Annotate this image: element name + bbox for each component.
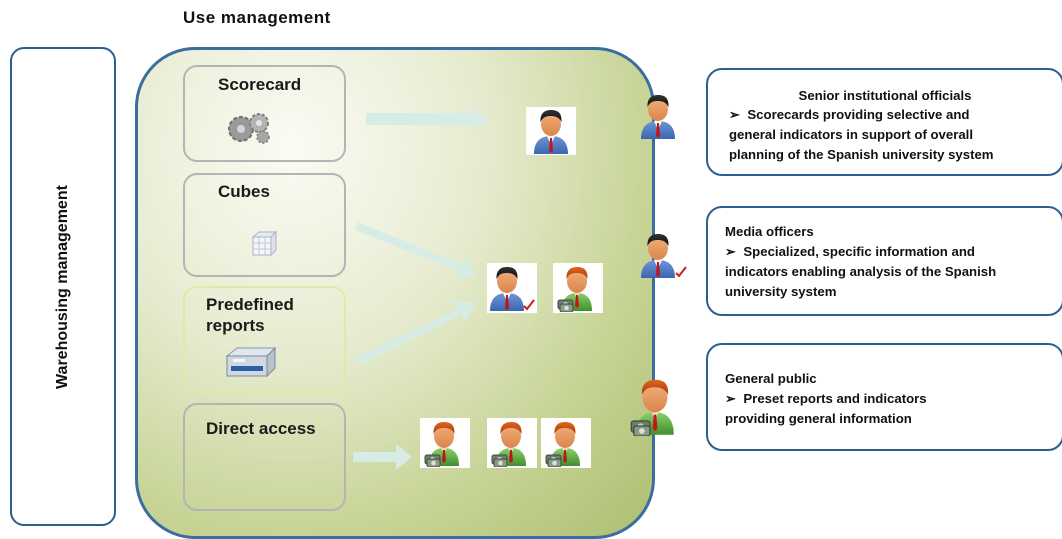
person-scorecard bbox=[526, 107, 576, 155]
warehousing-panel: Warehousing management bbox=[10, 47, 116, 526]
audience-senior-line3: planning of the Spanish university syste… bbox=[729, 147, 994, 162]
audience-media-line2: indicators enabling analysis of the Span… bbox=[725, 264, 997, 279]
audience-icon-senior bbox=[638, 92, 682, 145]
source-predefined-reports: Predefined reports bbox=[183, 286, 346, 393]
user-money-icon bbox=[545, 421, 581, 467]
manager-icon bbox=[641, 95, 675, 139]
user-money-icon bbox=[424, 421, 460, 467]
source-predefined-reports-label: Predefined reports bbox=[206, 294, 294, 336]
audience-media-line1: Specialized, specific information and bbox=[743, 244, 975, 259]
audience-icon-public bbox=[630, 376, 686, 441]
audience-media-box: Media officers ➢ Specialized, specific i… bbox=[706, 206, 1062, 316]
person-cubes bbox=[487, 263, 537, 313]
arrow-cubes bbox=[355, 222, 476, 279]
audience-media-heading: Media officers bbox=[725, 224, 814, 239]
audience-media-body: Media officers ➢ Specialized, specific i… bbox=[725, 222, 996, 302]
user-money-icon bbox=[630, 379, 675, 436]
printer-icon bbox=[225, 346, 277, 378]
audience-senior-box: Senior institutional officials ➢ Scoreca… bbox=[706, 68, 1062, 176]
arrow-scorecard bbox=[366, 106, 488, 132]
source-direct-access: Direct access bbox=[183, 403, 346, 511]
bullet-arrow-icon: ➢ bbox=[729, 107, 741, 122]
audience-public-line2: providing general information bbox=[725, 411, 912, 426]
source-scorecard: Scorecard bbox=[183, 65, 346, 162]
manager-check-icon bbox=[490, 267, 535, 311]
bullet-arrow-icon: ➢ bbox=[725, 244, 737, 259]
arrow-direct bbox=[353, 444, 412, 470]
audience-public-box: General public ➢ Preset reports and indi… bbox=[706, 343, 1062, 451]
audience-senior-heading: Senior institutional officials bbox=[798, 88, 972, 103]
gears-icon bbox=[228, 113, 270, 144]
source-predefined-line1: Predefined bbox=[206, 295, 294, 314]
arrow-reports bbox=[356, 301, 475, 365]
bullet-arrow-icon: ➢ bbox=[725, 391, 737, 406]
audience-public-body: General public ➢ Preset reports and indi… bbox=[725, 369, 927, 429]
person-direct-2 bbox=[487, 418, 537, 468]
person-direct-3 bbox=[541, 418, 591, 468]
source-cubes: Cubes bbox=[183, 173, 346, 277]
person-reports bbox=[553, 263, 603, 313]
audience-senior-line1: Scorecards providing selective and bbox=[747, 107, 970, 122]
audience-senior-line2: general indicators in support of overall bbox=[729, 127, 974, 142]
audience-icon-media bbox=[638, 230, 688, 285]
page-title: Use management bbox=[183, 8, 331, 27]
manager-icon bbox=[534, 110, 568, 154]
audience-public-line1: Preset reports and indicators bbox=[743, 391, 927, 406]
person-direct-1 bbox=[420, 418, 470, 468]
source-scorecard-label: Scorecard bbox=[218, 75, 302, 94]
audience-public-heading: General public bbox=[725, 371, 817, 386]
audience-media-line3: university system bbox=[725, 284, 837, 299]
manager-check-icon bbox=[641, 234, 687, 278]
user-money-icon bbox=[491, 421, 527, 467]
cube-icon bbox=[251, 231, 277, 257]
source-direct-access-label: Direct access bbox=[206, 419, 316, 438]
user-money-icon bbox=[557, 266, 593, 312]
audience-senior-body: ➢ Scorecards providing selective and gen… bbox=[729, 105, 994, 165]
source-predefined-line2: reports bbox=[206, 316, 265, 335]
source-cubes-label: Cubes bbox=[218, 182, 270, 201]
